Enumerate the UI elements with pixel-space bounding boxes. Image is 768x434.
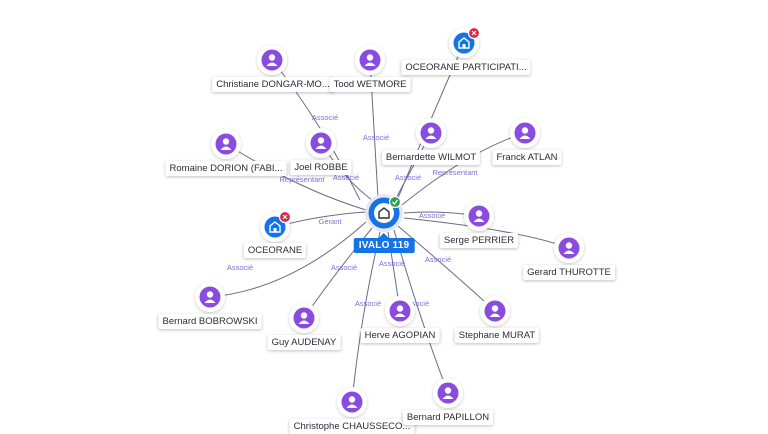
node-label-oceorane_part[interactable]: OCEORANE PARTICIPATI... [401,60,531,75]
node-label-bobrowski[interactable]: Bernard BOBROWSKI [158,314,262,329]
edge-christiane [271,59,361,201]
edge-label-christiane: Associé [312,113,338,122]
edge-label-stephane: Associé [425,255,451,264]
node-stephane[interactable] [480,296,510,326]
status-active-icon [388,195,402,209]
node-christiane[interactable] [257,45,287,75]
node-label-gerard[interactable]: Gerard THUROTTE [523,265,615,280]
edge-romaine [225,143,367,211]
node-oceorane[interactable] [260,210,292,243]
node-label-papillon[interactable]: Bernard PAPILLON [402,410,494,425]
building-icon [378,207,390,219]
edge-label-herve: Associé [379,259,405,268]
graph-nodes [195,26,584,417]
edge-label-franck: Représentant [432,168,478,177]
edge-label-oceorane: Gérant [319,217,343,226]
node-label-bernadette[interactable]: Bernardette WILMOT [381,150,481,165]
node-label-serge[interactable]: Serge PERRIER [439,233,519,248]
node-papillon[interactable] [433,378,463,408]
node-label-oceorane[interactable]: OCEORANE [243,243,307,258]
edge-label-bobrowski: Associé [227,263,253,272]
node-herve[interactable] [385,296,415,326]
edge-label-papillon: Associé [403,299,429,308]
node-tood[interactable] [355,45,385,75]
node-oceorane_part[interactable] [449,26,481,59]
edge-label-serge: Associé [419,211,445,220]
node-guy[interactable] [289,303,319,333]
node-gerard[interactable] [554,233,584,263]
node-franck[interactable] [510,118,540,148]
node-christophe[interactable] [337,387,367,417]
edge-label-joel: Associé [333,173,359,182]
edge-label-guy: Associé [331,263,357,272]
center-node[interactable] [365,194,403,232]
node-serge[interactable] [464,201,494,231]
node-bobrowski[interactable] [195,282,225,312]
node-label-tood[interactable]: Tood WETMORE [329,77,411,92]
node-label-herve[interactable]: Herve AGOPIAN [360,328,440,343]
node-label-christophe[interactable]: Christophe CHAUSSECO... [289,419,415,434]
node-label-joel[interactable]: Joel ROBBE [290,160,352,175]
edge-label-romaine: Représentant [279,175,325,184]
node-joel[interactable] [306,128,336,158]
edge-label-tood: Associé [363,133,389,142]
node-romaine[interactable] [211,129,241,159]
node-label-romaine[interactable]: Romaine DORION (FABI... [165,161,287,176]
edge-label-christophe: Associé [355,299,381,308]
edge-label-oceorane_part: Associé [395,173,421,182]
center-node-label[interactable]: IVALO 119 [353,233,415,253]
node-label-guy[interactable]: Guy AUDENAY [267,335,341,350]
node-label-stephane[interactable]: Stephane MURAT [454,328,540,343]
node-bernadette[interactable] [416,118,446,148]
node-label-christiane[interactable]: Christiane DONGAR-MO... [212,77,334,92]
node-label-franck[interactable]: Franck ATLAN [492,150,562,165]
edge-bobrowski [209,221,367,298]
edge-christophe [351,231,381,403]
